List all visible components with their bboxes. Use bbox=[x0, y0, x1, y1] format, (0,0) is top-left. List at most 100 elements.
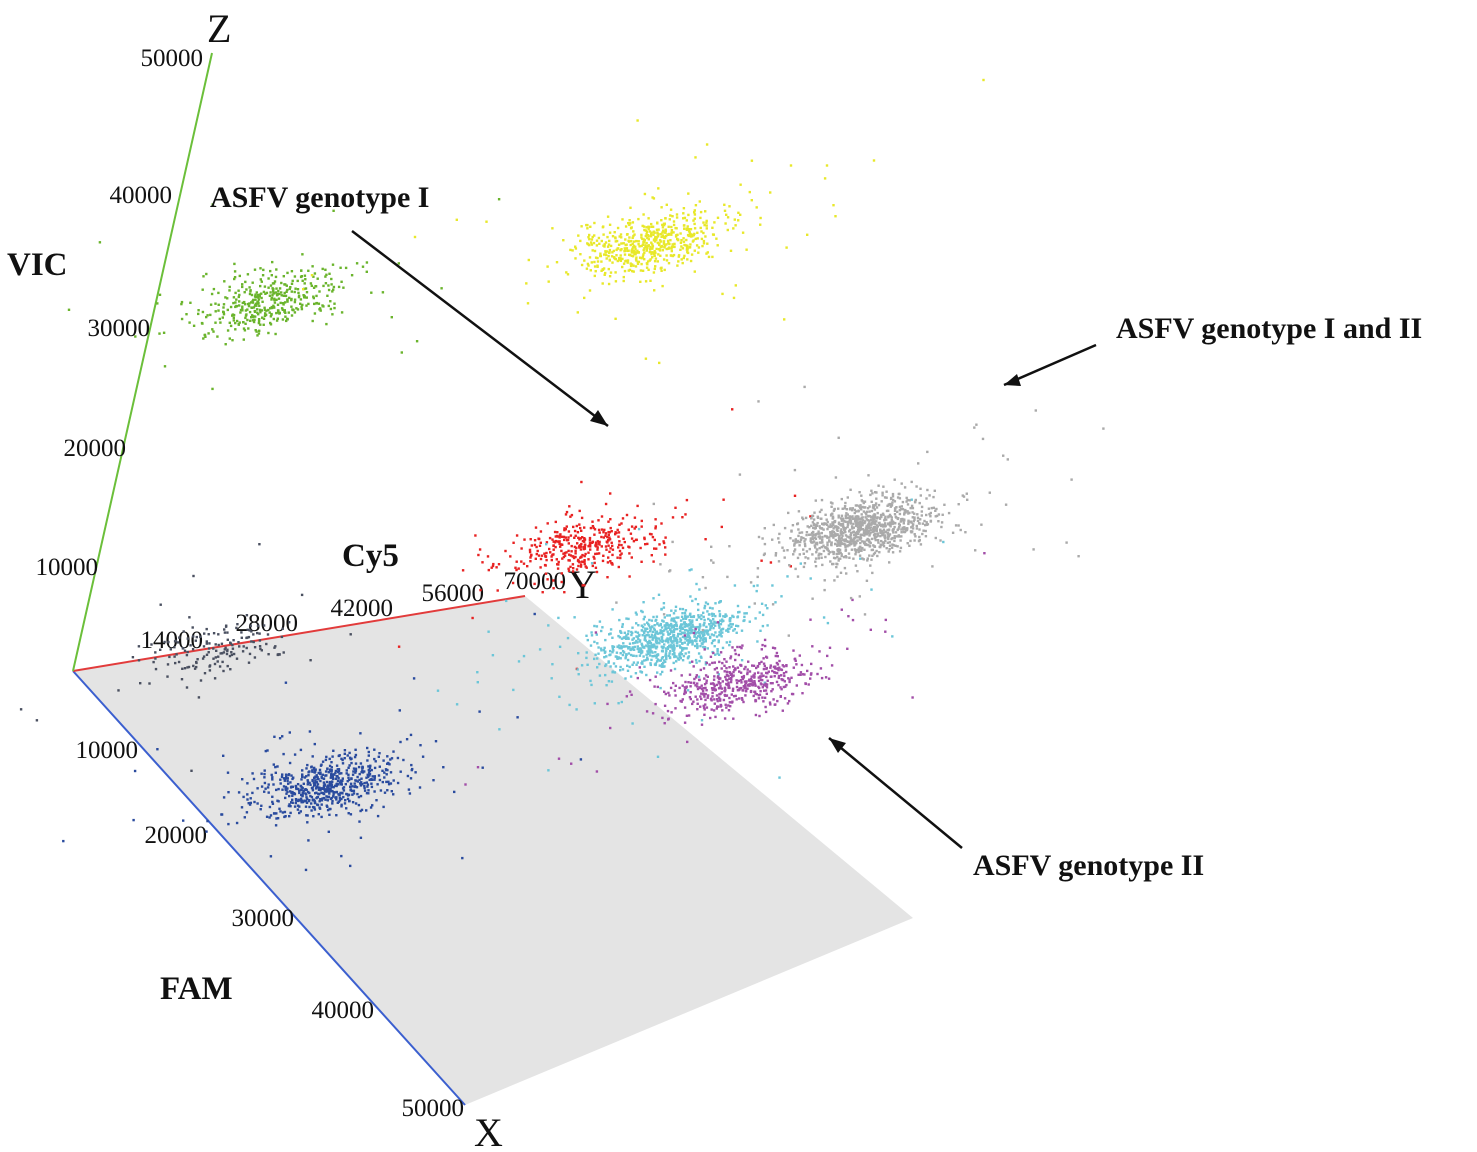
data-point bbox=[822, 544, 825, 547]
data-point bbox=[559, 545, 562, 548]
data-point bbox=[705, 219, 708, 223]
data-point bbox=[891, 492, 895, 496]
data-point bbox=[284, 785, 288, 789]
data-point bbox=[650, 554, 653, 557]
data-point bbox=[727, 684, 730, 687]
data-point bbox=[793, 658, 796, 661]
data-point bbox=[203, 632, 206, 635]
data-point bbox=[669, 628, 672, 632]
data-point bbox=[763, 542, 767, 546]
data-point bbox=[212, 287, 216, 291]
data-point bbox=[620, 242, 623, 245]
data-point bbox=[868, 530, 871, 533]
data-point bbox=[871, 515, 875, 518]
data-point bbox=[703, 606, 706, 610]
data-point bbox=[818, 537, 822, 540]
data-point bbox=[254, 298, 257, 301]
data-point bbox=[705, 625, 708, 629]
data-point bbox=[877, 503, 881, 507]
data-point bbox=[620, 647, 623, 650]
x-axis-letter: X bbox=[474, 1110, 503, 1152]
data-point bbox=[688, 661, 692, 664]
data-point bbox=[703, 621, 706, 625]
data-point bbox=[853, 517, 856, 520]
data-point bbox=[821, 538, 824, 541]
data-point bbox=[314, 779, 317, 782]
data-point bbox=[675, 227, 678, 230]
data-point bbox=[883, 535, 886, 539]
data-point bbox=[762, 662, 766, 665]
data-point bbox=[216, 660, 219, 663]
data-point bbox=[885, 518, 888, 521]
data-point bbox=[325, 804, 328, 807]
data-point bbox=[641, 634, 644, 637]
data-point bbox=[237, 641, 240, 644]
data-point bbox=[269, 323, 273, 326]
data-point bbox=[557, 540, 560, 544]
data-point bbox=[258, 329, 261, 332]
data-point bbox=[891, 522, 895, 525]
data-point bbox=[237, 323, 240, 326]
data-point bbox=[677, 254, 681, 257]
data-point bbox=[695, 643, 699, 646]
data-point bbox=[764, 684, 767, 687]
data-point bbox=[327, 304, 330, 308]
data-point bbox=[824, 676, 828, 679]
data-point bbox=[701, 244, 704, 248]
data-point bbox=[766, 624, 769, 627]
data-point bbox=[660, 630, 663, 633]
data-point bbox=[305, 801, 309, 804]
data-point bbox=[269, 855, 273, 858]
data-point bbox=[599, 252, 602, 255]
data-point bbox=[594, 256, 598, 259]
data-point bbox=[563, 527, 566, 530]
data-point bbox=[310, 765, 313, 768]
data-point bbox=[385, 780, 388, 784]
data-point bbox=[815, 551, 818, 554]
data-point bbox=[727, 630, 730, 633]
data-point bbox=[683, 692, 686, 696]
data-point bbox=[338, 781, 342, 784]
data-point bbox=[861, 557, 864, 560]
data-point bbox=[793, 544, 796, 547]
data-point bbox=[267, 783, 270, 786]
data-point bbox=[959, 528, 962, 532]
data-point bbox=[666, 709, 670, 713]
data-point bbox=[610, 255, 614, 258]
data-point bbox=[663, 223, 666, 227]
data-point bbox=[276, 317, 279, 320]
data-point bbox=[211, 203, 214, 206]
data-point bbox=[710, 642, 714, 645]
data-point bbox=[318, 800, 321, 803]
data-point bbox=[670, 617, 674, 620]
data-point bbox=[300, 788, 303, 792]
data-point bbox=[588, 536, 592, 540]
data-point bbox=[818, 525, 821, 528]
data-point bbox=[726, 627, 730, 631]
data-point bbox=[598, 540, 601, 544]
data-point bbox=[272, 317, 275, 321]
data-point bbox=[538, 648, 542, 651]
data-point bbox=[572, 525, 575, 529]
cluster-5 bbox=[302, 78, 985, 365]
data-point bbox=[616, 226, 620, 230]
data-point bbox=[658, 642, 661, 645]
data-point bbox=[331, 777, 335, 780]
data-point bbox=[576, 542, 579, 545]
data-point bbox=[860, 547, 863, 550]
data-point bbox=[749, 679, 752, 682]
data-point bbox=[558, 695, 561, 698]
data-point bbox=[919, 543, 923, 546]
data-point bbox=[753, 690, 756, 693]
data-point bbox=[716, 244, 719, 247]
data-point bbox=[696, 646, 699, 650]
data-point bbox=[233, 262, 236, 266]
data-point bbox=[619, 254, 622, 257]
data-point bbox=[353, 782, 356, 785]
data-point bbox=[856, 504, 859, 507]
data-point bbox=[304, 287, 308, 290]
data-point bbox=[906, 503, 910, 506]
annotation-genotype-i: ASFV genotype I bbox=[210, 181, 429, 214]
data-point bbox=[371, 778, 374, 781]
data-point bbox=[205, 315, 208, 319]
